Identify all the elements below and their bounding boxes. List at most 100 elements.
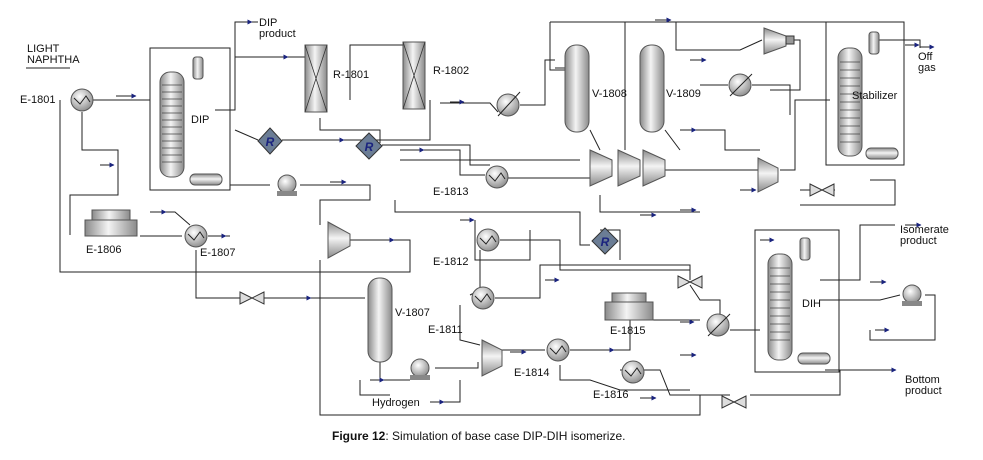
e1813-label: E-1813 bbox=[433, 186, 468, 198]
dih-column[interactable] bbox=[767, 237, 831, 365]
v1807-vessel[interactable] bbox=[367, 277, 393, 363]
line-pump2-out bbox=[435, 362, 479, 369]
mixer-1[interactable] bbox=[327, 221, 351, 259]
r1802-reactor[interactable] bbox=[402, 41, 426, 110]
e1816-heat-exchanger[interactable] bbox=[621, 360, 645, 384]
e1812-heat-exchanger[interactable] bbox=[476, 228, 500, 252]
r1801-reactor[interactable] bbox=[304, 44, 328, 113]
labels: LIGHT NAPHTHA DIP product Off gas Isomer… bbox=[20, 17, 949, 409]
dip-column[interactable] bbox=[159, 56, 223, 186]
e1815-air-cooler[interactable] bbox=[604, 292, 654, 321]
bottom-product-label-2: product bbox=[905, 385, 942, 397]
recycle-3-label: R bbox=[601, 235, 610, 249]
caption-bold: Figure 12 bbox=[332, 429, 386, 443]
line-to-pump3 bbox=[820, 294, 901, 301]
e1813-heat-exchanger[interactable] bbox=[485, 165, 509, 189]
recycle-1-label: R bbox=[266, 135, 275, 149]
valve-4[interactable] bbox=[721, 395, 747, 409]
line-to-compressor bbox=[675, 22, 763, 51]
r1801-label: R-1801 bbox=[333, 69, 369, 81]
off-gas-label-2: gas bbox=[918, 62, 936, 74]
isomerate-label-1: Isomerate bbox=[900, 224, 949, 236]
cooler-3[interactable] bbox=[706, 313, 731, 337]
line-r1801-recycle bbox=[319, 118, 381, 143]
line-e1807-in bbox=[150, 211, 191, 226]
bottom-product-label-1: Bottom bbox=[905, 374, 940, 386]
dih-label: DIH bbox=[802, 298, 821, 310]
line-isomerate bbox=[820, 224, 895, 281]
line-v1809-side bbox=[690, 129, 760, 151]
line-e1801-down bbox=[69, 112, 119, 235]
stabilizer-label: Stabilizer bbox=[852, 90, 898, 102]
hydrogen-label: Hydrogen bbox=[372, 397, 420, 409]
v1809-label: V-1809 bbox=[666, 88, 701, 100]
recycle-2-label: R bbox=[365, 140, 374, 154]
line-recycle2 bbox=[382, 144, 490, 166]
caption-rest: : Simulation of base case DIP-DIH isomer… bbox=[385, 429, 625, 443]
dip-product-label-2: product bbox=[259, 28, 296, 40]
compressor[interactable] bbox=[763, 27, 795, 55]
stabilizer-column[interactable] bbox=[837, 31, 899, 160]
v1808-label: V-1808 bbox=[592, 88, 627, 100]
line-e1811-down bbox=[459, 305, 481, 346]
e1811-label: E-1811 bbox=[428, 324, 463, 336]
cooler-2[interactable] bbox=[728, 73, 753, 97]
e1801-label: E-1801 bbox=[20, 94, 55, 106]
e1806-label: E-1806 bbox=[86, 244, 121, 256]
figure-caption: Figure 12: Simulation of base case DIP-D… bbox=[332, 429, 625, 443]
valve-2[interactable] bbox=[809, 183, 835, 197]
line-pump1-out bbox=[300, 184, 371, 225]
line-dip-product bbox=[215, 21, 258, 111]
r1802-label: R-1802 bbox=[433, 65, 469, 77]
line-bottom-loop bbox=[319, 260, 701, 416]
line-dip-r bbox=[234, 129, 259, 141]
e1816-label: E-1816 bbox=[593, 389, 628, 401]
line-e1811-out bbox=[495, 264, 691, 299]
dip-product-label-1: DIP bbox=[259, 17, 277, 29]
v1809-vessel[interactable] bbox=[639, 44, 665, 133]
line-to-cooler1 bbox=[440, 102, 499, 113]
valve-3[interactable] bbox=[677, 275, 703, 289]
line-pump3-out bbox=[869, 294, 936, 341]
e1814-heat-exchanger[interactable] bbox=[546, 338, 570, 362]
v1808-vessel[interactable] bbox=[564, 44, 590, 133]
line-to-stabilizer bbox=[780, 99, 830, 171]
dih-boundary-box bbox=[754, 229, 840, 373]
light-naphtha-label-1: LIGHT bbox=[27, 43, 60, 55]
flow-arrows bbox=[100, 17, 935, 405]
line-cooler2-out bbox=[752, 84, 791, 115]
piping-lines bbox=[26, 21, 936, 416]
line-r1801-r1802 bbox=[349, 44, 403, 100]
recycle-3[interactable]: R bbox=[591, 227, 619, 255]
mixer-2[interactable] bbox=[589, 149, 666, 187]
e1807-heat-exchanger[interactable] bbox=[184, 224, 208, 248]
line-dih-bottom bbox=[750, 369, 841, 396]
line-e1814-bottom bbox=[559, 365, 690, 391]
valve-1[interactable] bbox=[239, 291, 265, 305]
line-mix-lower bbox=[599, 195, 700, 213]
line-valve3 bbox=[689, 284, 721, 320]
e1807-label: E-1807 bbox=[200, 247, 235, 259]
e1801-heat-exchanger[interactable] bbox=[70, 88, 94, 112]
e1812-label: E-1812 bbox=[433, 256, 468, 268]
line-e1812-out bbox=[500, 239, 690, 271]
line-hydrogen bbox=[440, 380, 461, 403]
e1806-air-cooler[interactable] bbox=[84, 209, 138, 237]
pump-2[interactable] bbox=[410, 358, 430, 380]
line-v1808-bottom bbox=[589, 129, 601, 151]
line-to-valve1 bbox=[195, 250, 240, 299]
line-e1813-in bbox=[400, 149, 485, 176]
dip-boundary-box bbox=[149, 47, 231, 191]
mixer-4[interactable] bbox=[481, 339, 503, 377]
v1807-label: V-1807 bbox=[395, 307, 430, 319]
mixer-3[interactable] bbox=[757, 157, 779, 193]
pump-1[interactable] bbox=[277, 174, 297, 196]
recycle-1[interactable]: R bbox=[257, 127, 283, 155]
pump-3[interactable] bbox=[902, 284, 922, 306]
cooler-1[interactable] bbox=[496, 91, 521, 117]
dip-label: DIP bbox=[191, 114, 209, 126]
recycle-2[interactable]: R bbox=[355, 132, 383, 160]
e1811-heat-exchanger[interactable] bbox=[471, 286, 495, 310]
